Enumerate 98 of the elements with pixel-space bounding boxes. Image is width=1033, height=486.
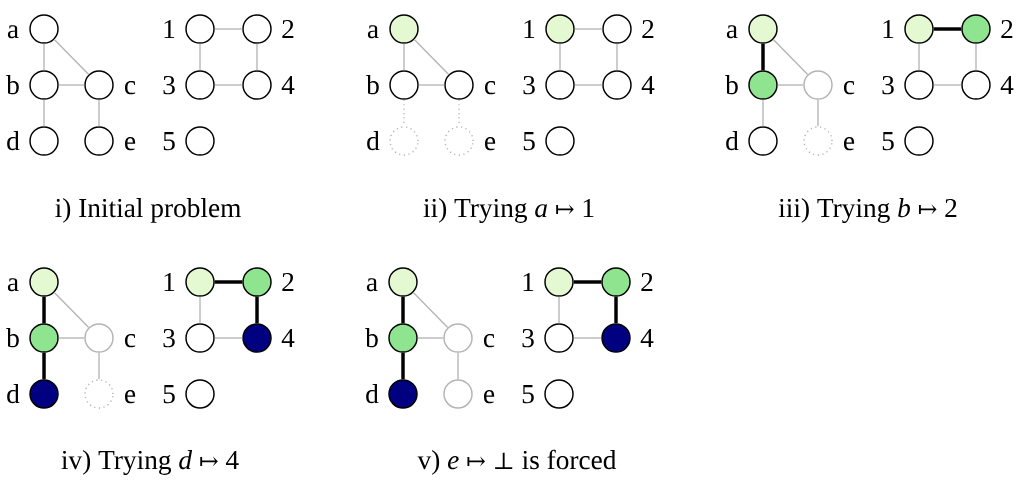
vertex-label: d (7, 131, 20, 151)
graph-edge (43, 99, 45, 127)
vertex-label: 2 (641, 272, 653, 291)
graph-edge (574, 84, 603, 86)
panel-caption: iv) Trying d ↦ 4 (61, 450, 239, 475)
vertex-label: c (844, 81, 855, 95)
panel-caption: v) e ↦ ⊥ is forced (417, 449, 617, 475)
vertex-label: e (125, 390, 136, 404)
vertex-label: 1 (524, 19, 535, 38)
graph-edge (933, 27, 962, 31)
graph-edge (98, 99, 100, 127)
vertex-label: 4 (640, 329, 654, 347)
graph-edge (558, 296, 560, 324)
graph-edge (42, 296, 46, 324)
graph-edge (418, 84, 445, 86)
panel-caption: iii) Trying b ↦ 2 (778, 198, 957, 223)
vertex-label: b (6, 75, 19, 95)
graph-edge (777, 84, 804, 86)
graph-edge (58, 84, 85, 86)
vertex-label: b (6, 328, 19, 348)
vertex-label: 3 (882, 75, 894, 95)
vertex-label: b (365, 328, 378, 348)
graph-edge (199, 296, 201, 324)
graph-edge (457, 352, 459, 380)
graph-edge (762, 99, 764, 127)
graph-edge (413, 38, 450, 76)
vertex-label: 4 (1000, 76, 1014, 94)
graph-edge (417, 337, 444, 339)
vertex-label: 4 (641, 76, 655, 94)
panel-caption: i) Initial problem (55, 198, 241, 223)
vertex-label: b (366, 75, 379, 95)
graph-edge (199, 43, 201, 71)
graph-edge (918, 43, 920, 71)
graph-edge (214, 337, 243, 339)
vertex-label: a (367, 25, 379, 39)
graph-edge (214, 280, 243, 284)
vertex-label: 2 (1001, 19, 1013, 38)
graph-edge (573, 337, 602, 339)
vertex-label: a (7, 25, 19, 39)
graph-edge (43, 43, 45, 71)
vertex-label: d (7, 384, 20, 404)
vertex-label: d (367, 131, 380, 151)
vertex-label: 1 (523, 272, 534, 291)
vertex-label: 3 (163, 328, 175, 348)
vertex-label: 2 (282, 272, 294, 291)
graph-edge (214, 84, 243, 86)
vertex-label: e (485, 137, 496, 151)
graph-edge (614, 296, 618, 324)
vertex-label: 1 (164, 272, 175, 291)
graph-edge (975, 43, 977, 71)
vertex-label: b (725, 75, 738, 95)
graph-edge (214, 28, 243, 30)
vertex-label: 5 (163, 132, 175, 151)
vertex-label: d (366, 384, 379, 404)
vertex-label: c (125, 81, 136, 95)
vertex-label: e (844, 137, 855, 151)
vertex-label: 5 (523, 132, 535, 151)
graph-edge (772, 38, 809, 76)
vertex-label: a (726, 25, 738, 39)
graph-edge (255, 296, 259, 324)
vertex-label: 3 (163, 75, 175, 95)
vertex-label: 5 (522, 385, 534, 404)
graph-edge (573, 280, 602, 284)
graph-edge (401, 296, 405, 324)
graph-edge (403, 43, 405, 71)
vertex-label: c (485, 81, 496, 95)
graph-edge (761, 43, 765, 71)
graph-edge (574, 28, 603, 30)
vertex-label: 3 (522, 328, 534, 348)
vertex-label: c (484, 334, 495, 348)
vertex-label: 4 (281, 76, 295, 94)
graph-edge (53, 291, 90, 329)
graph-edge (42, 352, 46, 380)
vertex-label: 5 (882, 132, 894, 151)
vertex-label: 3 (523, 75, 535, 95)
vertex-label: 4 (281, 329, 295, 347)
panel-caption: ii) Trying a ↦ 1 (423, 198, 594, 223)
vertex-label: d (726, 131, 739, 151)
vertex-label: e (125, 137, 136, 151)
vertex-label: 5 (163, 385, 175, 404)
vertex-label: 1 (883, 19, 894, 38)
graph-edge (412, 291, 449, 329)
vertex-label: a (366, 278, 378, 292)
vertex-label: c (125, 334, 136, 348)
graph-edge (53, 38, 90, 76)
graph-edge (933, 84, 962, 86)
graph-edge (98, 352, 100, 380)
graph-edge (559, 43, 561, 71)
vertex-label: 2 (282, 19, 294, 38)
vertex-label: 2 (642, 19, 654, 38)
vertex-label: 1 (164, 19, 175, 38)
graph-edge (817, 99, 819, 127)
graph-edge (401, 352, 405, 380)
graph-edge (58, 337, 85, 339)
graph-edge (616, 43, 618, 71)
graph-edge (256, 43, 258, 71)
vertex-label: a (7, 278, 19, 292)
vertex-label: e (484, 390, 495, 404)
